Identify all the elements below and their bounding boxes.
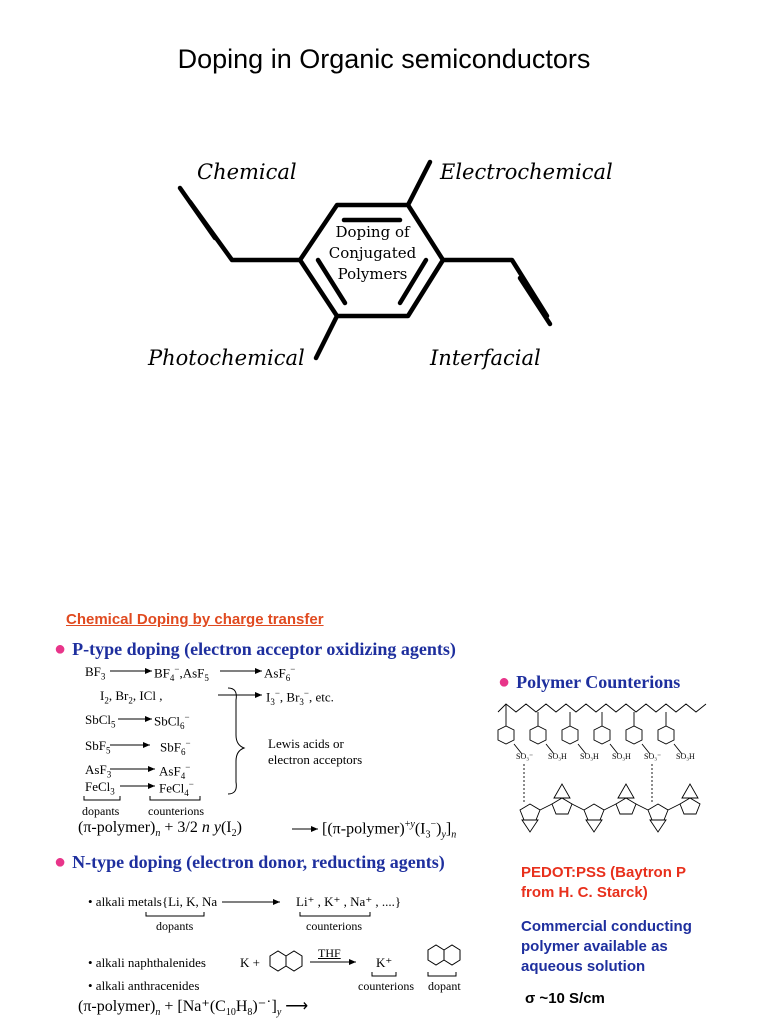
vinyl-left-double — [177, 185, 218, 241]
chem-bf3: BF3 — [85, 664, 106, 682]
ntype-dopant2: dopant — [428, 979, 461, 993]
section-title: Chemical Doping by charge transfer — [66, 611, 324, 628]
blue-note-line-3: aqueous solution — [521, 958, 646, 975]
lewis-line-2: electron acceptors — [268, 752, 363, 767]
bond-electrochemical — [405, 159, 433, 208]
dopant-brace — [427, 972, 457, 977]
ntype-heading: ●N-type doping (electron donor, reductin… — [54, 851, 445, 873]
chem-sbf5: SbF5 — [85, 738, 111, 756]
vinyl-right-double — [517, 275, 553, 327]
lewis-note: Lewis acids or electron acceptors — [268, 736, 362, 768]
polymer-heading-text: Polymer Counterions — [516, 672, 681, 692]
ntype-dopants-brace — [145, 912, 205, 917]
red-note-line-2: from H. C. Starck) — [521, 884, 648, 901]
alkali-anthracenides: • alkali anthracenides — [88, 978, 200, 993]
label-chemical: Chemical — [197, 160, 297, 184]
chem-asf6: AsF6− — [264, 664, 296, 683]
doping-ring-diagram — [177, 159, 553, 361]
ring-line-1: Doping of — [335, 223, 410, 241]
chem-sbcl5: SbCl5 — [85, 712, 116, 730]
blue-note-line-2: polymer available as — [521, 938, 668, 955]
pss-pedot-structure — [497, 703, 707, 833]
blue-note-line-1: Commercial conducting — [521, 918, 692, 935]
chem-asf3: AsF3 — [85, 762, 112, 780]
k-ion: K⁺ — [376, 955, 393, 970]
conductivity-value: σ ~10 S/cm — [525, 990, 605, 1007]
ptype-equation: (π-polymer)n + 3/2 n y(I2) — [78, 819, 242, 840]
ntype-equation: (π-polymer)n + [Na⁺(C10H8)⁻˙]y ⟶ — [78, 998, 309, 1019]
bond-photochemical — [313, 313, 340, 361]
ptype-equation-product: [(π-polymer)+y(I3−)y]n — [322, 819, 457, 841]
pss-so3-minus-1: SO₃⁻ — [516, 752, 534, 761]
ptype-heading-text: P-type doping (electron acceptor oxidizi… — [72, 639, 456, 659]
ring-line-3: Polymers — [337, 265, 408, 283]
chem-halogens: I2, Br2, ICl , — [100, 688, 163, 706]
counterions-brace — [149, 796, 201, 801]
pss-so3h-2: SO₃H — [580, 752, 599, 761]
k-plus: K + — [240, 955, 260, 970]
vinyl-right — [440, 257, 550, 319]
chem-sbcl6: SbCl6− — [154, 712, 190, 731]
pss-so3h-4: SO₃H — [676, 752, 695, 761]
pedot-pss-note: PEDOT:PSS (Baytron P from H. C. Starck) — [521, 863, 686, 903]
chem-sbf6: SbF6− — [160, 738, 191, 757]
ring-center-text: Doping of Conjugated Polymers — [300, 222, 445, 285]
ntype-dopants-label: dopants — [156, 919, 194, 933]
ring-line-2: Conjugated — [328, 244, 417, 262]
naphthalene-icon — [269, 950, 303, 972]
naphthalenide-icon — [427, 944, 461, 966]
polymer-heading: ●Polymer Counterions — [498, 671, 681, 693]
label-interfacial: Interfacial — [430, 346, 541, 370]
label-electrochemical: Electrochemical — [440, 160, 613, 184]
pss-so3-minus-2: SO₃⁻ — [644, 752, 662, 761]
dopants-label: dopants — [82, 804, 120, 818]
label-photochemical: Photochemical — [148, 346, 305, 370]
alkali-metals: • alkali metals{Li, K, Na — [88, 894, 218, 909]
dopants-brace — [83, 796, 121, 801]
chem-fecl3: FeCl3 — [85, 779, 115, 797]
lewis-line-1: Lewis acids or — [268, 736, 344, 751]
counterions-label: counterions — [148, 804, 204, 818]
lewis-brace — [227, 687, 246, 795]
ring-inner-left — [315, 257, 348, 306]
ring-inner-right — [397, 257, 429, 306]
pss-so3h-1: SO₃H — [548, 752, 567, 761]
ntype-counterions-label: counterions — [306, 919, 362, 933]
k-counterion-brace — [371, 972, 397, 977]
pss-so3h-3: SO₃H — [612, 752, 631, 761]
chem-fecl4: FeCl4− — [159, 779, 194, 798]
commercial-note: Commercial conducting polymer available … — [521, 917, 692, 977]
chem-asf4: AsF4− — [159, 762, 191, 781]
alkali-naphthalenides: • alkali naphthalenides — [88, 955, 206, 970]
page-title: Doping in Organic semiconductors — [177, 44, 591, 74]
ntype-counterions-brace — [299, 912, 371, 917]
alkali-ions: Li⁺ , K⁺ , Na⁺ , ....} — [296, 894, 402, 909]
ntype-heading-text: N-type doping (electron donor, reducting… — [72, 852, 445, 872]
ptype-heading: ●P-type doping (electron acceptor oxidiz… — [54, 638, 456, 660]
chem-bf4: BF4−,AsF5 — [154, 664, 209, 683]
ntype-counterions2: counterions — [358, 979, 414, 993]
chem-trihalides: I3−, Br3−, etc. — [266, 688, 334, 707]
red-note-line-1: PEDOT:PSS (Baytron P — [521, 864, 687, 881]
thf-label: THF — [318, 946, 341, 960]
